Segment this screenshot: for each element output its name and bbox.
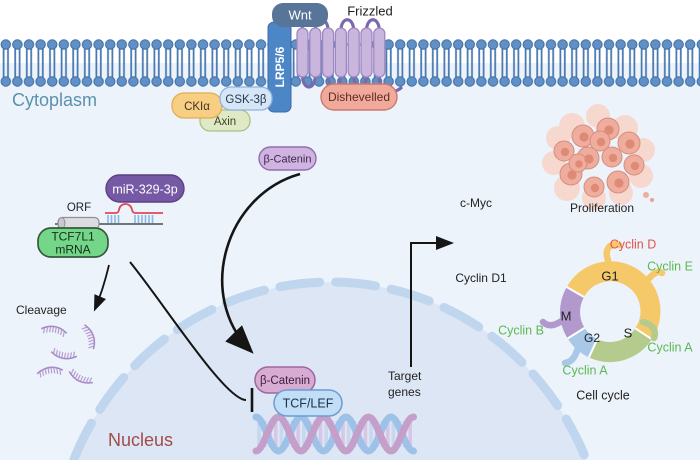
- cyclin-e-hook: [642, 268, 666, 286]
- wnt-label: Wnt: [288, 8, 312, 23]
- rna-fragments: [36, 324, 96, 384]
- dna-helix: [252, 413, 417, 455]
- cyclin-a-right-hook: [639, 318, 659, 342]
- tcf-lef-complex: [273, 389, 343, 417]
- base-pairing-ticks: [107, 215, 154, 223]
- lrp56-label: LRP5/6: [273, 46, 287, 87]
- proliferating-cells: [542, 104, 655, 210]
- arrows: [93, 172, 454, 412]
- cell-cycle-caption: Cell cycle: [576, 388, 630, 402]
- cyclin-a-right-label: Cyclin A: [647, 340, 693, 354]
- cleavage-arrow: [93, 264, 110, 312]
- target-genes-arrow: [410, 236, 454, 367]
- target-genes-label-line2: genes: [388, 385, 421, 399]
- cyclin-a-bottom-hook: [561, 343, 582, 367]
- tcf7l1-label-line2: mRNA: [55, 243, 90, 257]
- wnt-ligand: [272, 3, 328, 27]
- tcf-lef-label: TCF/LEF: [283, 396, 334, 410]
- mir-329-3p-badge: [105, 174, 185, 203]
- mirna-strand: [105, 203, 163, 214]
- beta-catenin-nucleus-label: β-Catenin: [260, 375, 310, 387]
- phase-label-g2: G2: [584, 331, 600, 345]
- cyclin-e-label: Cyclin E: [647, 259, 693, 273]
- phase-arc-s: [588, 327, 652, 362]
- phase-arc-g1: [566, 261, 661, 340]
- phase-arc-m: [560, 287, 585, 339]
- axin-label: Axin: [214, 116, 236, 128]
- proliferation-label: Proliferation: [570, 201, 634, 215]
- gsk3b-protein: [219, 86, 273, 111]
- cytoplasm-label: Cytoplasm: [12, 90, 97, 110]
- orf-label: ORF: [67, 202, 91, 214]
- cyclin-b-label: Cyclin B: [498, 323, 544, 337]
- nucleus-body: [73, 282, 587, 460]
- inhibition-curve: [129, 261, 247, 401]
- phase-label-s: S: [624, 326, 633, 341]
- c-myc-label: c-Myc: [460, 196, 492, 210]
- tcf7l1-mrna-badge: [37, 227, 109, 258]
- cell-cycle-ring: G1 S G2 M Cyclin D Cyclin E Cyclin A Cyc…: [498, 237, 693, 402]
- beta-catenin-cytoplasm: [258, 146, 317, 171]
- phase-label-m: M: [561, 309, 572, 324]
- dishevelled-label: Dishevelled: [328, 90, 390, 104]
- frizzled-receptor: [296, 27, 386, 78]
- cyclin-d-label: Cyclin D: [610, 237, 657, 251]
- cyclin-b-hook: [539, 316, 567, 329]
- beta-catenin-cytoplasm-label: β-Catenin: [264, 153, 312, 165]
- gsk3b-label: GSK-3β: [225, 94, 267, 106]
- cyclin-a-bottom-label: Cyclin A: [562, 363, 608, 377]
- cleavage-label: Cleavage: [16, 303, 67, 317]
- cyclin-d1-label: Cyclin D1: [455, 271, 507, 285]
- dna-strand-mauve: [252, 413, 417, 455]
- dishevelled-protein: [320, 83, 398, 111]
- frizzled-label: Frizzled: [347, 4, 393, 19]
- cki-alpha-label: CKIα: [184, 101, 210, 113]
- phase-label-g1: G1: [601, 269, 618, 284]
- nucleus-label: Nucleus: [108, 430, 173, 450]
- tcf7l1-mrna-diagram: ORF: [55, 202, 163, 230]
- mir-329-3p-label: miR-329-3p: [112, 182, 177, 196]
- phase-dividers: [566, 286, 653, 358]
- beta-catenin-translocation-arrow: [220, 172, 301, 354]
- cyclin-d-hook: [603, 241, 623, 264]
- tcf7l1-label-line1: TCF7L1: [51, 230, 95, 244]
- target-genes-label-line1: Target: [388, 369, 422, 383]
